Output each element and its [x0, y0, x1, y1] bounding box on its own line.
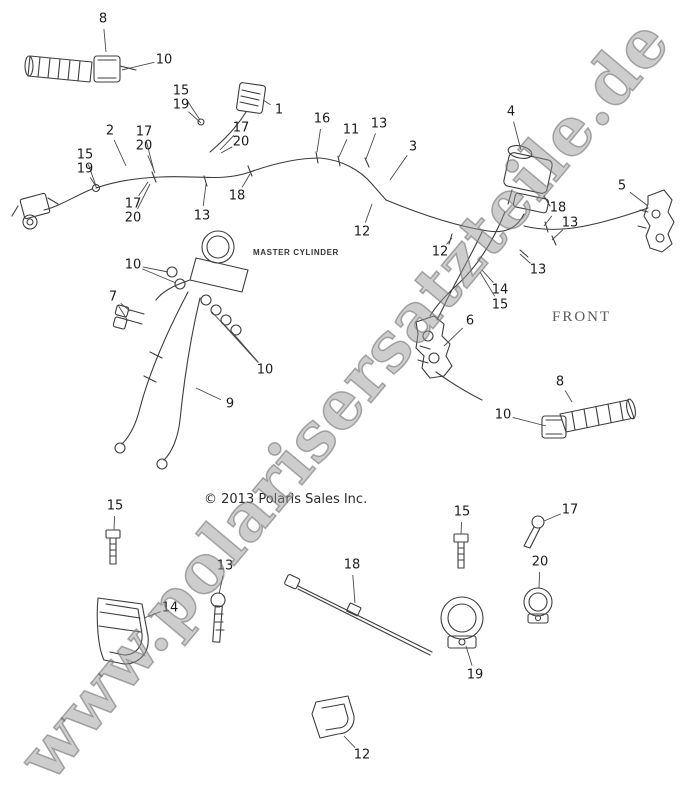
- callout-15: 15: [106, 498, 124, 514]
- callout-13: 13: [370, 116, 388, 132]
- callout-14: 14: [491, 282, 509, 298]
- callout-12: 12: [353, 224, 371, 240]
- clip-12-bottom: [311, 695, 355, 739]
- callout-15: 15: [76, 147, 94, 163]
- callout-10: 10: [256, 362, 274, 378]
- p-clamp-20: [523, 587, 553, 624]
- callout-7: 7: [108, 289, 118, 305]
- callout-4: 4: [506, 104, 516, 120]
- callout-8: 8: [555, 374, 565, 390]
- p-clamp-19: [440, 596, 484, 649]
- heat-sleeve-top-left: [24, 55, 137, 83]
- callout-5: 5: [617, 178, 627, 194]
- callout-9: 9: [225, 396, 235, 412]
- right-caliper-5: [637, 189, 675, 253]
- switch-part-1: [197, 82, 266, 153]
- callout-15: 15: [491, 297, 509, 313]
- callout-17: 17: [232, 120, 250, 136]
- rear-brake-lines: [385, 199, 649, 321]
- callout-15: 15: [453, 504, 471, 520]
- callout-20: 20: [124, 210, 142, 226]
- callout-20: 20: [232, 134, 250, 150]
- callout-17: 17: [124, 196, 142, 212]
- cable-tie-18: [284, 574, 433, 656]
- front-brake-line: [95, 151, 387, 201]
- rear-reservoir-4: [503, 145, 553, 214]
- callout-16: 16: [313, 111, 331, 127]
- callout-14: 14: [161, 600, 179, 616]
- heat-sleeve-bottom-right: [541, 398, 636, 439]
- callout-13: 13: [529, 262, 547, 278]
- callout-12: 12: [431, 244, 449, 260]
- callout-20: 20: [135, 138, 153, 154]
- callout-15: 15: [172, 83, 190, 99]
- bolt-15-left: [105, 529, 121, 565]
- callout-12: 12: [353, 747, 371, 763]
- callout-8: 8: [98, 11, 108, 27]
- callout-19: 19: [76, 161, 94, 177]
- copyright-text: © 2013 Polaris Sales Inc.: [204, 492, 368, 507]
- callout-1: 1: [274, 102, 284, 118]
- callout-2: 2: [105, 123, 115, 139]
- master-cylinder-label: MASTER CYLINDER: [253, 248, 339, 257]
- bolt-13: [210, 592, 226, 643]
- callout-10: 10: [155, 52, 173, 68]
- callout-10: 10: [494, 407, 512, 423]
- callout-13: 13: [193, 208, 211, 224]
- callout-18: 18: [228, 188, 246, 204]
- callout-20: 20: [531, 554, 549, 570]
- callout-17: 17: [135, 124, 153, 140]
- screw-17: [523, 515, 545, 549]
- callout-18: 18: [343, 557, 361, 573]
- front-label: FRONT: [552, 309, 612, 325]
- bracket-14: [96, 597, 149, 665]
- callout-13: 13: [216, 558, 234, 574]
- callout-6: 6: [465, 313, 475, 329]
- center-caliper-6: [415, 315, 483, 401]
- callout-13: 13: [561, 215, 579, 231]
- callout-10: 10: [124, 257, 142, 273]
- callout-3: 3: [408, 139, 418, 155]
- callout-19: 19: [466, 667, 484, 683]
- callout-18: 18: [549, 200, 567, 216]
- left-lever-assembly: [11, 183, 101, 230]
- callout-17: 17: [561, 502, 579, 518]
- master-cylinder-assembly: [112, 230, 249, 470]
- callout-11: 11: [342, 122, 360, 138]
- callout-19: 19: [172, 97, 190, 113]
